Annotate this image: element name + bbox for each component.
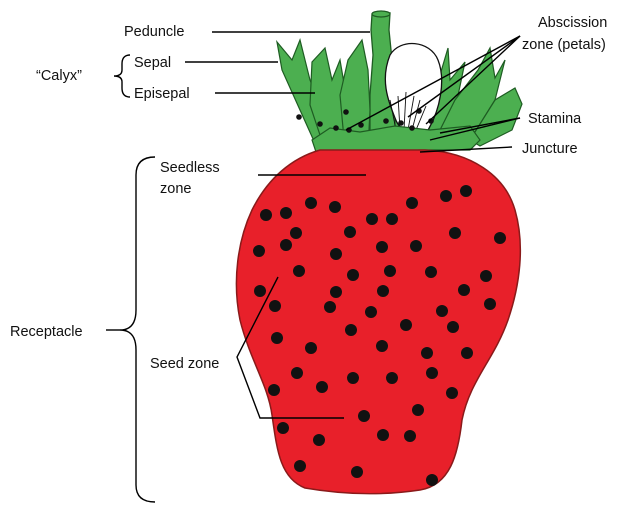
- seed-dot: [271, 332, 283, 344]
- seed-dot: [426, 367, 438, 379]
- seed-dot: [412, 404, 424, 416]
- seed-dot: [377, 429, 389, 441]
- seed-dot: [386, 372, 398, 384]
- seed-dot: [280, 207, 292, 219]
- seed-dot: [358, 410, 370, 422]
- seed-dot: [494, 232, 506, 244]
- seed-dot: [447, 321, 459, 333]
- seed-dot: [290, 227, 302, 239]
- seed-dot: [384, 265, 396, 277]
- seed-dot: [351, 466, 363, 478]
- seed-dot: [277, 422, 289, 434]
- stamen-base-dot: [296, 114, 302, 120]
- seed-dot: [377, 285, 389, 297]
- seed-dot: [446, 387, 458, 399]
- seed-dot: [461, 347, 473, 359]
- receptacle-brace: [120, 157, 155, 502]
- seed-dot: [254, 285, 266, 297]
- seed-dot: [268, 384, 280, 396]
- seed-dot: [449, 227, 461, 239]
- seed-dot: [344, 226, 356, 238]
- stamen-base-dot: [317, 121, 323, 127]
- seed-dot: [480, 270, 492, 282]
- seed-dot: [305, 197, 317, 209]
- seed-dot: [376, 340, 388, 352]
- label-juncture: Juncture: [522, 141, 578, 157]
- seed-dot: [330, 248, 342, 260]
- seed-dot: [330, 286, 342, 298]
- seed-dot: [313, 434, 325, 446]
- label-abscission-line1: Abscission: [538, 15, 607, 31]
- stamen-base-dot: [409, 125, 415, 131]
- seed-dot: [458, 284, 470, 296]
- seed-dot: [404, 430, 416, 442]
- seed-dot: [436, 305, 448, 317]
- seed-dot: [406, 197, 418, 209]
- calyx-brace: [114, 55, 130, 97]
- seed-dot: [365, 306, 377, 318]
- label-episepal: Episepal: [134, 86, 190, 102]
- seed-dot: [253, 245, 265, 257]
- stamen-base-dot: [383, 118, 389, 124]
- label-seedless-line2: zone: [160, 181, 191, 197]
- label-abscission-line2: zone (petals): [522, 37, 606, 53]
- seed-dot: [440, 190, 452, 202]
- seed-dot: [400, 319, 412, 331]
- stamen-base-dot: [343, 109, 349, 115]
- seed-dot: [376, 241, 388, 253]
- seed-dot: [347, 372, 359, 384]
- seed-dot: [329, 201, 341, 213]
- seed-dot: [260, 209, 272, 221]
- label-calyx: “Calyx”: [36, 68, 82, 84]
- seed-dot: [484, 298, 496, 310]
- seed-dot: [410, 240, 422, 252]
- seed-dot: [324, 301, 336, 313]
- label-stamina: Stamina: [528, 111, 582, 127]
- seed-dot: [366, 213, 378, 225]
- seed-dot: [345, 324, 357, 336]
- seed-dot: [294, 460, 306, 472]
- seed-dot: [426, 474, 438, 486]
- seed-dot: [421, 347, 433, 359]
- seed-dot: [280, 239, 292, 251]
- label-receptacle: Receptacle: [10, 324, 83, 340]
- seed-dot: [425, 266, 437, 278]
- stamen-base-dot: [333, 125, 339, 131]
- seed-dot: [347, 269, 359, 281]
- seed-dot: [386, 213, 398, 225]
- strawberry-receptacle: [236, 150, 520, 494]
- seed-dot: [269, 300, 281, 312]
- stamen-base-dot: [398, 120, 404, 126]
- seed-dot: [316, 381, 328, 393]
- seed-dot: [305, 342, 317, 354]
- label-sepal: Sepal: [134, 55, 171, 71]
- label-peduncle: Peduncle: [124, 24, 184, 40]
- label-seedless-line1: Seedless: [160, 160, 220, 176]
- peduncle-tip: [372, 11, 390, 17]
- seed-dot: [460, 185, 472, 197]
- seed-dot: [293, 265, 305, 277]
- seed-dot: [291, 367, 303, 379]
- label-seed-zone: Seed zone: [150, 356, 219, 372]
